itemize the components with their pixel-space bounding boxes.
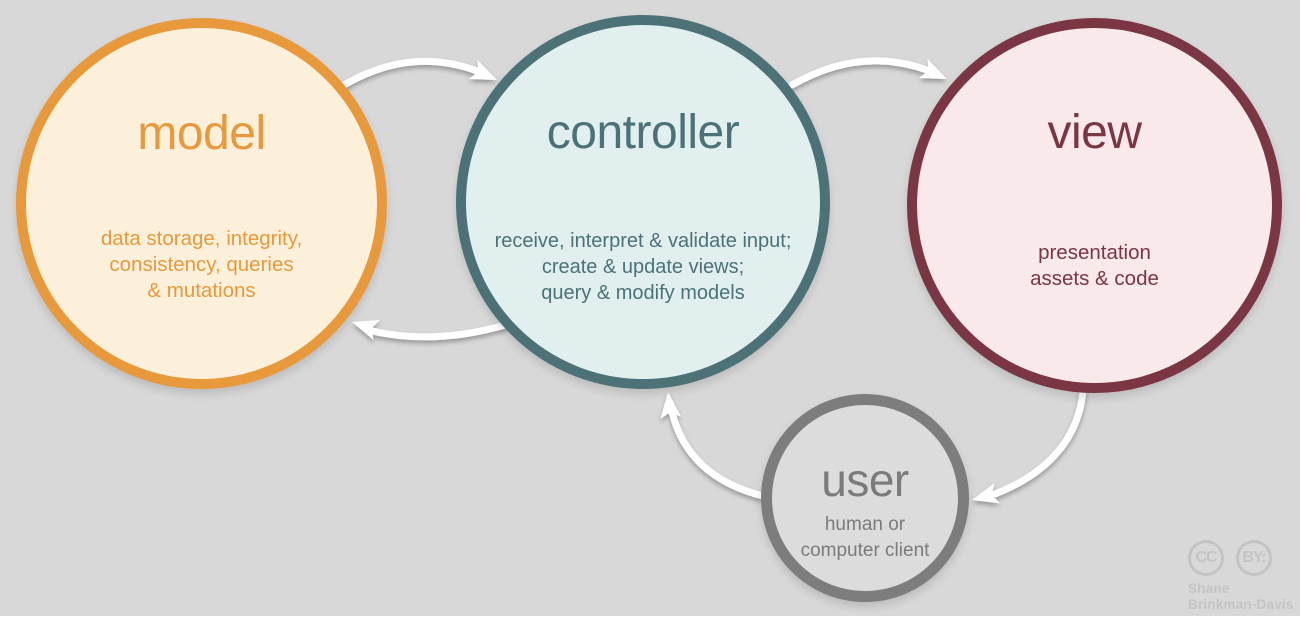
user-description: human or computer client xyxy=(772,512,958,564)
arrow-model-to-controller xyxy=(338,57,497,90)
model-description-line: & mutations xyxy=(147,279,256,302)
cc-by-icon: BY: xyxy=(1236,540,1272,576)
view-description-line: presentation xyxy=(1038,241,1151,264)
user-description-line: human or xyxy=(824,514,906,535)
user-title: user xyxy=(821,454,909,506)
bottom-edge-strip xyxy=(0,616,1300,620)
view-description: presentation assets & code xyxy=(917,240,1272,292)
license-badges: CC BY: xyxy=(1188,540,1294,576)
model-description-line: data storage, integrity, xyxy=(100,227,303,250)
user-description-line: computer client xyxy=(800,540,930,561)
controller-description-line: receive, interpret & validate input; xyxy=(494,230,792,252)
model-description: data storage, integrity, consistency, qu… xyxy=(26,226,377,304)
controller-description-line: query & modify models xyxy=(541,282,745,304)
controller-node: controller receive, interpret & validate… xyxy=(456,15,830,389)
arrowhead-icon xyxy=(352,320,380,341)
arrow-controller-to-view xyxy=(788,57,947,89)
arrow-user-to-controller xyxy=(660,392,767,500)
arrow-controller-to-model xyxy=(352,320,509,341)
view-node: view presentation assets & code xyxy=(907,18,1282,393)
arrow-view-to-user xyxy=(972,387,1087,504)
controller-description-line: create & update views; xyxy=(541,256,745,278)
arrowhead-icon xyxy=(972,483,1000,504)
arrowhead-icon xyxy=(918,58,947,79)
model-description-line: consistency, queries xyxy=(109,253,294,276)
view-description-line: assets & code xyxy=(1030,267,1159,290)
controller-title: controller xyxy=(546,106,740,159)
user-node: user human or computer client xyxy=(761,394,969,602)
license-attribution: CC BY: Shane Brinkman-Davis xyxy=(1188,540,1294,613)
model-title: model xyxy=(137,107,266,160)
arrowhead-icon xyxy=(660,392,682,419)
view-title: view xyxy=(1047,106,1142,159)
author-name-line: Shane xyxy=(1188,581,1230,596)
author-name-line: Brinkman-Davis xyxy=(1188,597,1294,612)
model-node: model data storage, integrity, consisten… xyxy=(16,18,387,389)
cc-icon: CC xyxy=(1188,540,1224,576)
controller-description: receive, interpret & validate input; cre… xyxy=(466,228,820,306)
author-name: Shane Brinkman-Davis xyxy=(1188,581,1294,613)
